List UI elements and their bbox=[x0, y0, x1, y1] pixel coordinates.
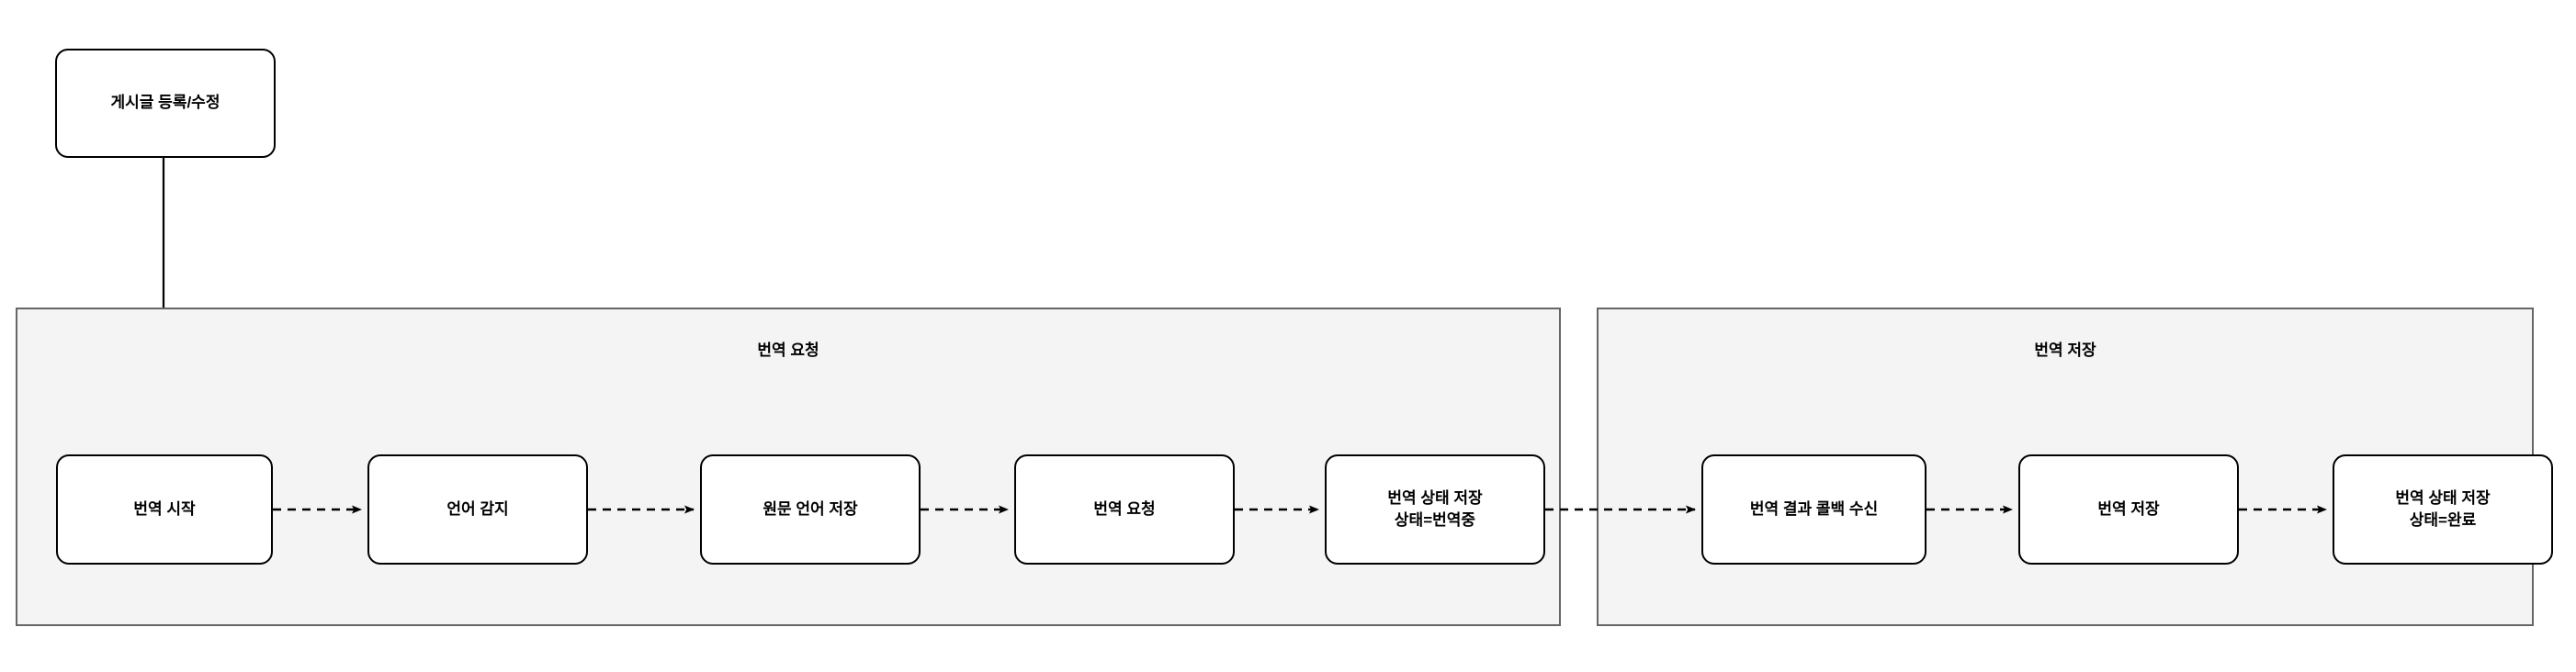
node-post-create-edit[interactable]: 게시글 등록/수정 bbox=[55, 49, 276, 158]
group-title: 번역 저장 bbox=[2034, 342, 2096, 359]
group-title: 번역 요청 bbox=[757, 342, 819, 359]
node-status-save-done[interactable]: 번역 상태 저장 상태=완료 bbox=[2333, 454, 2553, 565]
node-label: 번역 상태 저장 상태=번역중 bbox=[1387, 488, 1483, 529]
node-status-save-translating[interactable]: 번역 상태 저장 상태=번역중 bbox=[1325, 454, 1545, 565]
node-label: 번역 저장 bbox=[2097, 499, 2160, 518]
node-label: 번역 결과 콜백 수신 bbox=[1749, 499, 1879, 518]
node-label: 언어 감지 bbox=[446, 499, 509, 518]
node-label: 번역 시작 bbox=[133, 499, 196, 518]
node-translation-save[interactable]: 번역 저장 bbox=[2018, 454, 2239, 565]
node-translation-start[interactable]: 번역 시작 bbox=[56, 454, 273, 565]
node-label: 게시글 등록/수정 bbox=[110, 94, 220, 112]
node-label: 원문 언어 저장 bbox=[763, 499, 858, 518]
node-language-detect[interactable]: 언어 감지 bbox=[367, 454, 588, 565]
node-translation-request[interactable]: 번역 요청 bbox=[1014, 454, 1235, 565]
node-label: 번역 상태 저장 상태=완료 bbox=[2395, 488, 2491, 529]
node-source-language-save[interactable]: 원문 언어 저장 bbox=[700, 454, 921, 565]
node-label: 번역 요청 bbox=[1093, 499, 1156, 518]
node-callback-receive[interactable]: 번역 결과 콜백 수신 bbox=[1701, 454, 1926, 565]
